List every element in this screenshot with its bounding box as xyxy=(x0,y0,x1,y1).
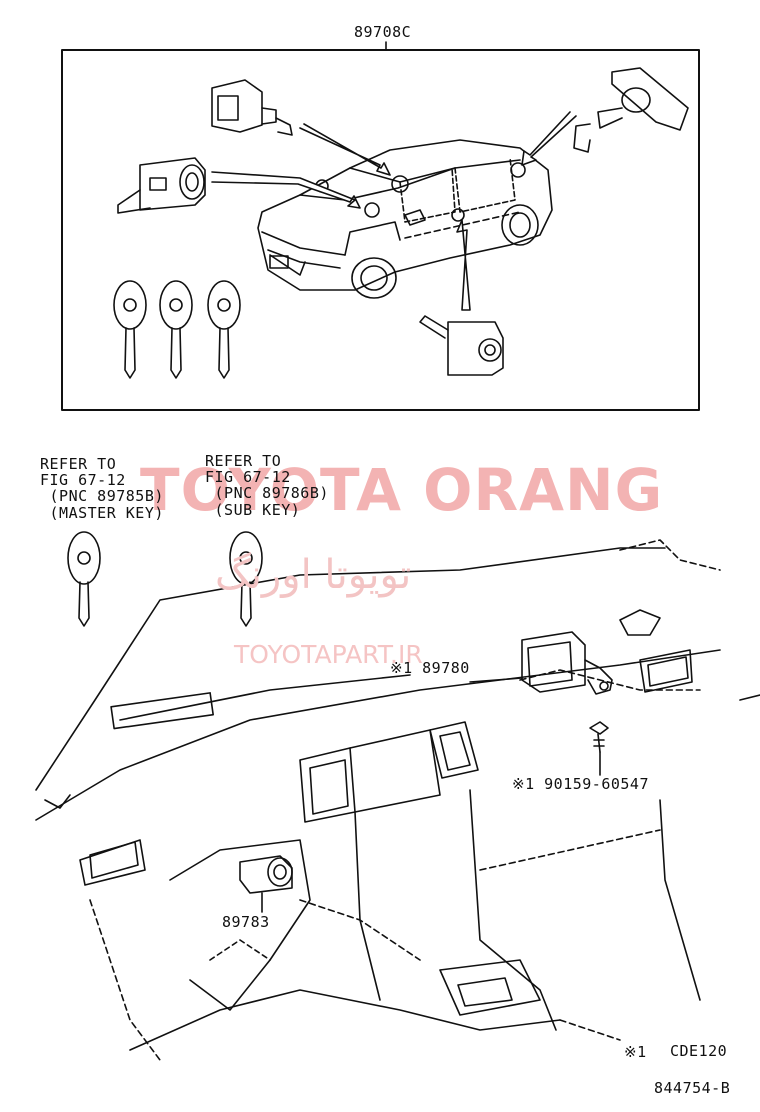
label-assembly: 89708C xyxy=(354,23,412,41)
leader-89780 xyxy=(469,677,523,683)
refer-right-line1: REFER TO xyxy=(205,452,282,470)
arrow-1 xyxy=(211,171,361,209)
label-note-mark: ※1 xyxy=(624,1043,647,1061)
part-89780-receiver xyxy=(521,631,613,695)
dashboard-illustration xyxy=(35,539,760,1061)
label-89783: 89783 xyxy=(222,913,270,931)
arrow-4 xyxy=(456,219,471,311)
arrow-2 xyxy=(299,123,391,176)
refer-right-line2: FIG 67-12 xyxy=(205,468,291,486)
part-bolt xyxy=(589,721,609,753)
refer-left-line4: (MASTER KEY) xyxy=(40,504,164,522)
part-89783 xyxy=(239,855,293,894)
refer-right-line3: (PNC 89786B) xyxy=(205,484,329,502)
refer-right-line4: (SUB KEY) xyxy=(205,501,301,519)
label-model: CDE120 xyxy=(670,1042,728,1060)
arrow-3 xyxy=(521,111,577,166)
car-illustration xyxy=(257,139,553,299)
key-set-in-box xyxy=(113,280,241,379)
refer-left-line2: FIG 67-12 xyxy=(40,471,126,489)
ignition-cylinder xyxy=(117,157,206,214)
door-lock-cylinder xyxy=(211,79,293,136)
assembly-box xyxy=(61,49,700,411)
refer-left-line3: (PNC 89785B) xyxy=(40,487,164,505)
luggage-lock xyxy=(573,67,689,153)
master-key xyxy=(67,531,101,627)
sub-key xyxy=(229,531,263,627)
label-bolt: ※1 90159-60547 xyxy=(512,775,649,793)
glovebox-lock xyxy=(419,315,504,376)
label-89780: ※1 89780 xyxy=(390,659,470,677)
refer-left-line1: REFER TO xyxy=(40,455,117,473)
label-figure-code: 844754-B xyxy=(654,1079,731,1097)
